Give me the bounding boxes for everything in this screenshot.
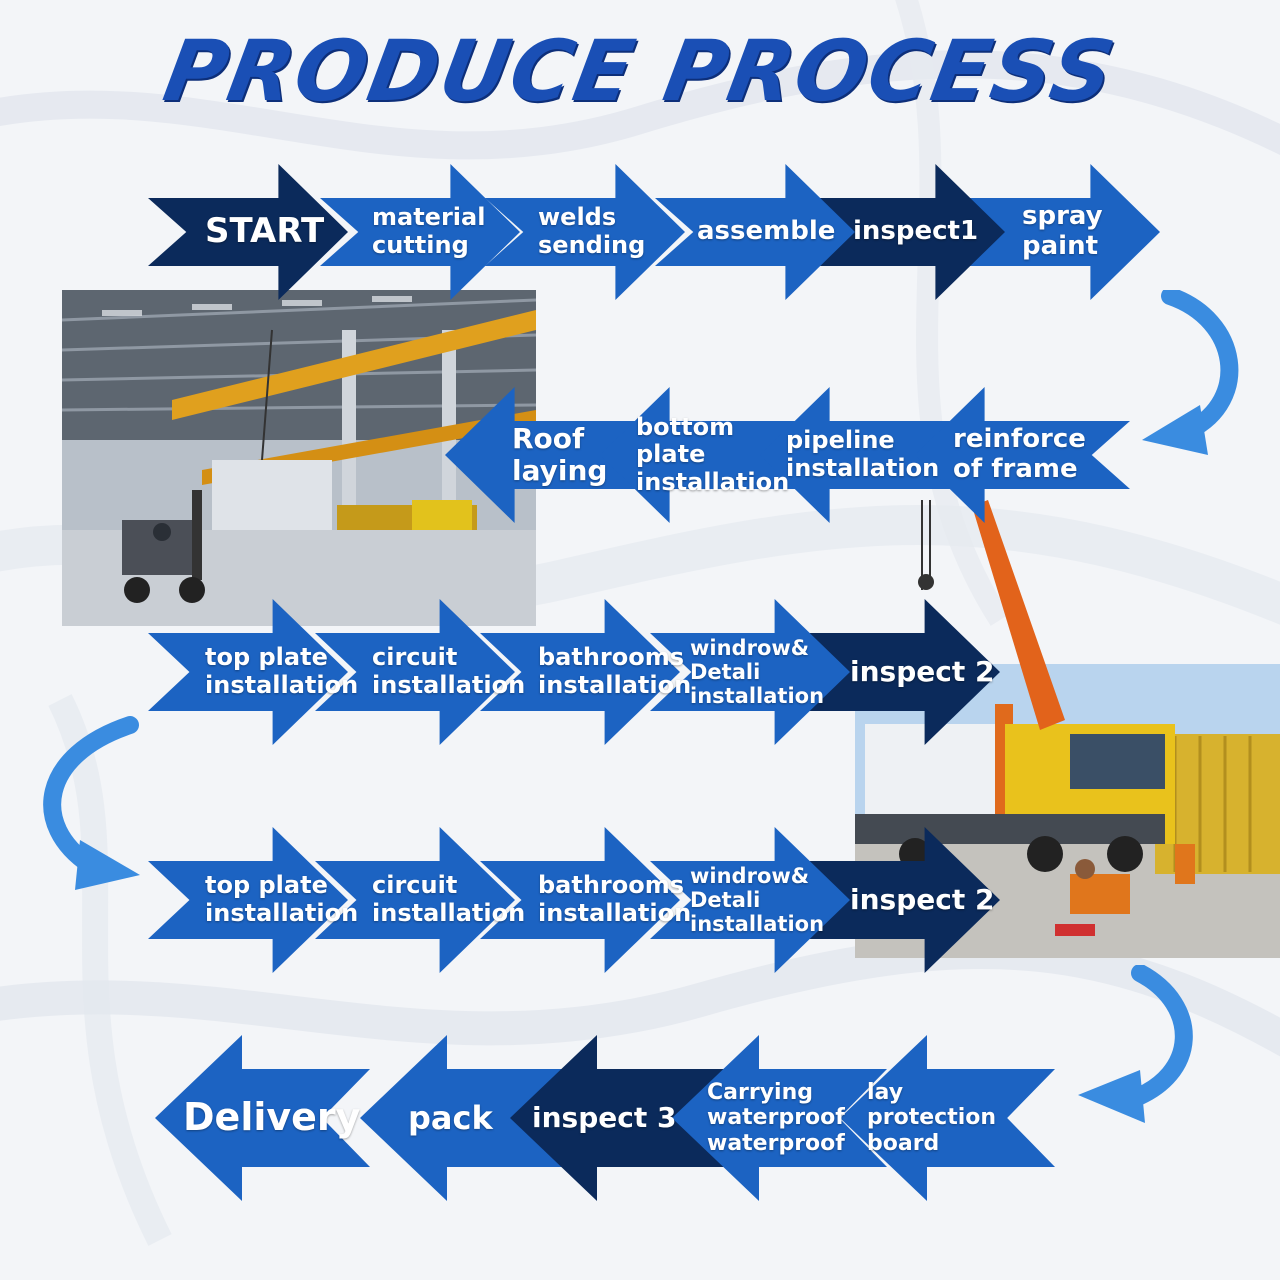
turn-arrow-right-1 bbox=[1142, 290, 1239, 455]
process-step-arrow bbox=[800, 827, 1000, 973]
process-step-arrow bbox=[315, 599, 515, 745]
process-step-label: top plate installation bbox=[205, 871, 359, 927]
process-step-label: lay protection board bbox=[867, 1080, 997, 1156]
process-step-label: circuit installation bbox=[372, 871, 526, 927]
process-step-label: material cutting bbox=[372, 203, 486, 259]
process-step-arrow bbox=[915, 387, 1130, 523]
process-step-label: bathrooms installation bbox=[538, 871, 692, 927]
process-step-arrow bbox=[840, 1035, 1055, 1201]
process-step-label: inspect1 bbox=[853, 216, 979, 247]
process-step-label: START bbox=[205, 211, 325, 252]
process-step-arrow bbox=[148, 827, 348, 973]
process-step-label: reinforce of frame bbox=[953, 424, 1086, 484]
process-step-arrow bbox=[480, 827, 680, 973]
process-step-label: assemble bbox=[697, 216, 836, 247]
process-step-arrow bbox=[315, 827, 515, 973]
crane-boom bbox=[918, 500, 1065, 730]
process-step-label: bathrooms installation bbox=[538, 643, 692, 699]
process-step-arrow bbox=[960, 164, 1160, 300]
process-step-label: inspect 3 bbox=[532, 1100, 677, 1134]
process-step-label: windrow& Detali installation bbox=[690, 635, 825, 709]
process-step-arrow bbox=[672, 1035, 887, 1201]
process-step-label: windrow& Detali installation bbox=[690, 863, 825, 937]
process-step-label: Roof laying bbox=[512, 421, 608, 487]
process-step-arrow bbox=[600, 387, 815, 523]
process-step-arrow bbox=[760, 387, 975, 523]
process-step-label: circuit installation bbox=[372, 643, 526, 699]
process-step-label: inspect 2 bbox=[850, 654, 995, 688]
process-step-arrow bbox=[650, 599, 850, 745]
process-step-label: spray paint bbox=[1022, 201, 1103, 261]
process-step-label: inspect 2 bbox=[850, 882, 995, 916]
process-step-arrow bbox=[655, 164, 855, 300]
process-step-arrow bbox=[320, 164, 520, 300]
turn-arrow-right-2 bbox=[1078, 965, 1193, 1123]
process-step-label: Delivery bbox=[183, 1095, 361, 1140]
process-step-label: pipeline installation bbox=[786, 426, 940, 482]
process-step-label: top plate installation bbox=[205, 643, 359, 699]
process-step-label: pack bbox=[408, 1098, 493, 1137]
process-step-label: Carrying waterproof waterproof bbox=[707, 1080, 845, 1156]
process-step-arrow bbox=[805, 164, 1005, 300]
process-step-arrow bbox=[510, 1035, 725, 1201]
process-step-arrow bbox=[155, 1035, 370, 1201]
process-step-label: welds sending bbox=[538, 203, 646, 259]
turn-arrow-left-1 bbox=[43, 716, 140, 890]
process-step-arrow bbox=[445, 387, 660, 523]
process-step-arrow bbox=[485, 164, 685, 300]
process-step-arrow bbox=[360, 1035, 575, 1201]
process-step-arrow bbox=[148, 599, 348, 745]
process-step-arrow bbox=[148, 164, 348, 300]
factory-photo bbox=[62, 290, 536, 626]
process-step-label: bottom plate installation bbox=[636, 412, 790, 496]
process-step-arrow bbox=[480, 599, 680, 745]
process-step-arrow bbox=[800, 599, 1000, 745]
process-step-arrow bbox=[650, 827, 850, 973]
